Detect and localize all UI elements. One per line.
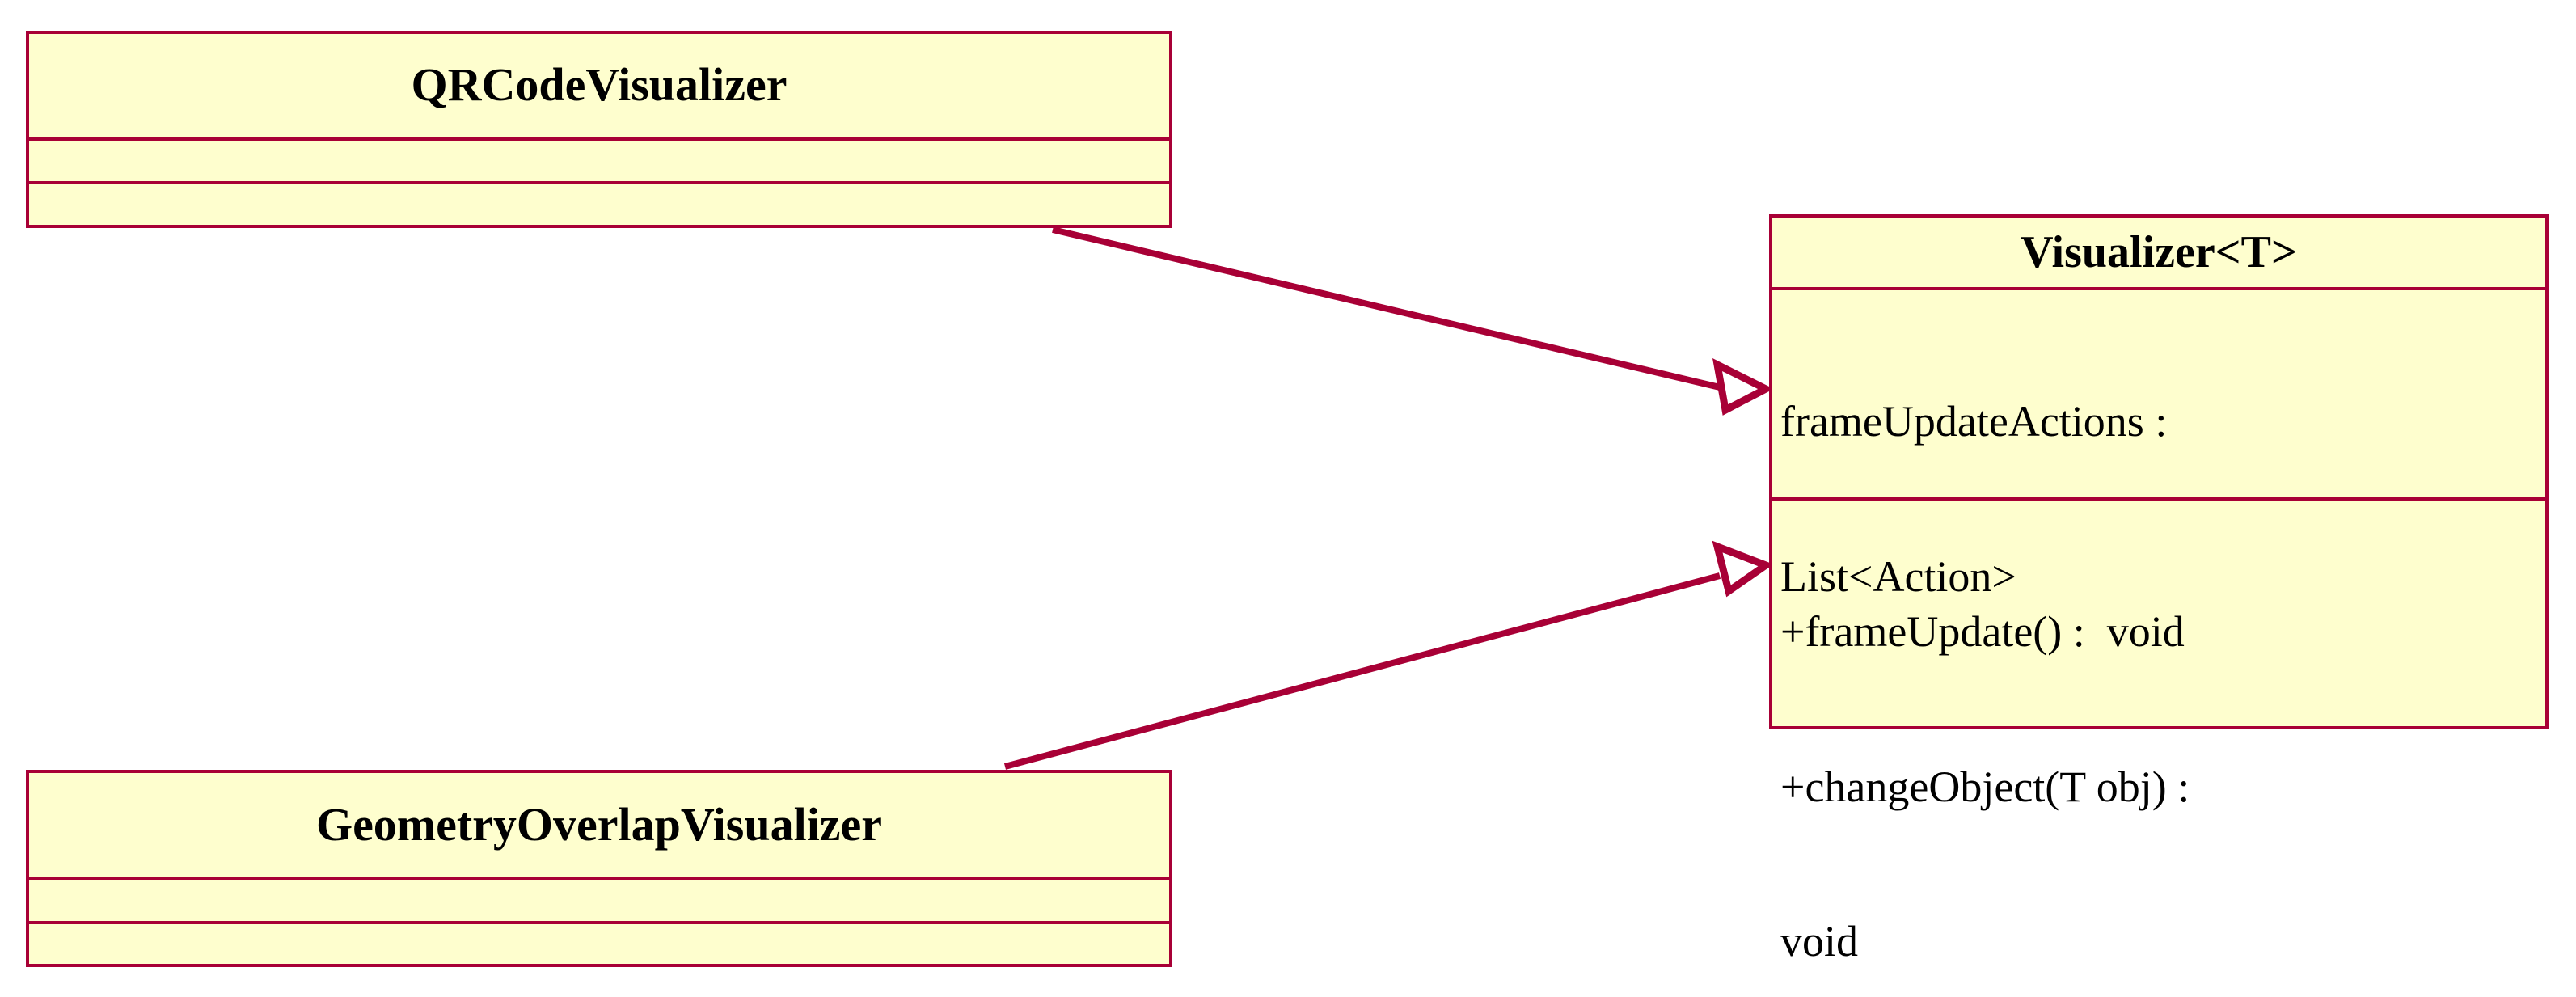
class-name-qrcodevisualizer: QRCodeVisualizer xyxy=(411,58,788,112)
attributes-compartment-qrcodevisualizer xyxy=(29,137,1169,181)
class-name-visualizer: Visualizer<T> xyxy=(2021,226,2297,277)
operation-item: void xyxy=(1780,916,1859,965)
attribute-item: frameUpdateActions : xyxy=(1780,397,2168,446)
operations-compartment-visualizer: +frameUpdate() : void +changeObject(T ob… xyxy=(1772,497,2545,965)
generalization-geometry-to-visualizer xyxy=(1003,540,1774,770)
attributes-compartment-geometryoverlapvisualizer xyxy=(29,877,1169,920)
class-box-qrcodevisualizer[interactable]: QRCodeVisualizer xyxy=(26,31,1172,228)
class-box-geometryoverlapvisualizer[interactable]: GeometryOverlapVisualizer xyxy=(26,770,1172,967)
class-box-visualizer[interactable]: Visualizer<T> frameUpdateActions : List<… xyxy=(1769,214,2549,965)
operations-compartment-geometryoverlapvisualizer xyxy=(29,920,1169,964)
generalization-line xyxy=(1003,572,1721,770)
attributes-compartment-visualizer: frameUpdateActions : List<Action> xyxy=(1772,287,2545,601)
operation-item: +frameUpdate() : void xyxy=(1780,607,2185,657)
operations-compartment-qrcodevisualizer xyxy=(29,180,1169,225)
class-name-geometryoverlapvisualizer: GeometryOverlapVisualizer xyxy=(315,797,883,851)
generalization-line xyxy=(1052,226,1721,391)
generalization-qrcode-to-visualizer xyxy=(1052,226,1774,416)
hollow-triangle-arrowhead xyxy=(1712,540,1774,598)
operation-item: +changeObject(T obj) : xyxy=(1780,762,2190,811)
hollow-triangle-arrowhead xyxy=(1712,357,1774,416)
attribute-item: List<Action> xyxy=(1780,551,2016,601)
